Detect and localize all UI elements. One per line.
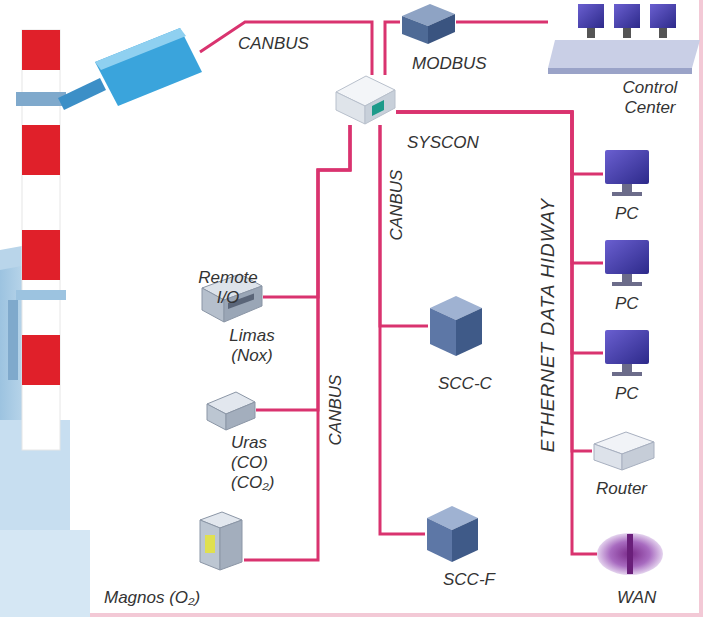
device-label: PC [615, 294, 639, 314]
control-center: Control Center [548, 0, 698, 74]
device-label: SCC-F [443, 570, 495, 590]
network-link [256, 125, 350, 410]
device-label: SYSCON [407, 133, 479, 153]
network-link [263, 125, 350, 297]
network-link [456, 21, 548, 24]
modbus-gateway: MODBUS [400, 2, 456, 46]
device-label: Magnos (O₂) [104, 588, 200, 608]
device-label: SCC-C [438, 374, 492, 394]
device-label: PC [615, 204, 639, 224]
pc-workstation: PC [603, 148, 651, 198]
network-link [380, 125, 425, 534]
device-label: WAN [617, 588, 656, 608]
device-label: Router [596, 479, 647, 499]
bus-label: CANBUS [238, 34, 309, 54]
scc-controller: SCC-C [428, 294, 484, 358]
bus-label: ETHERNET DATA HIDWAY [538, 198, 558, 452]
device-label: Limas (Nox) [222, 326, 282, 366]
remote-io-label: Remote I/O [198, 268, 258, 308]
network-link [396, 112, 592, 451]
wan-cloud: WAN [597, 532, 664, 577]
device-label: Uras (CO) (CO₂) [231, 433, 285, 493]
magnos-analyzer: Magnos (O₂) [198, 510, 244, 572]
pc-workstation: PC [603, 328, 651, 378]
device-label: PC [615, 384, 639, 404]
network-link [385, 22, 400, 75]
network-link [396, 112, 597, 554]
scc-controller: SCC-F [425, 504, 480, 564]
network-link [380, 125, 428, 326]
device-label: Control Center [610, 78, 690, 118]
bus-label: CANBUS [387, 170, 407, 241]
syscon-unit: SYSCON [335, 75, 396, 125]
network-router: Router [592, 431, 655, 472]
device-label: MODBUS [412, 54, 487, 74]
bus-label: CANBUS [326, 375, 346, 446]
uras-analyzer: Uras (CO) (CO₂) [205, 389, 256, 432]
pc-workstation: PC [603, 238, 651, 288]
